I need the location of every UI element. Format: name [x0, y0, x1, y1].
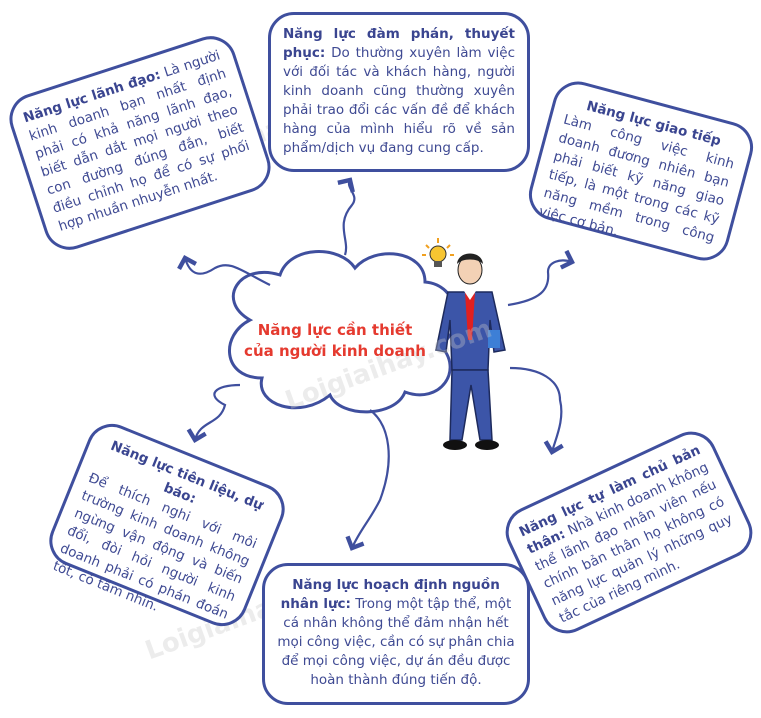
box-negotiation: Năng lực đàm phán, thuyết phục: Do thườn… — [268, 12, 530, 172]
box-hr-planning: Năng lực hoạch định nguồn nhân lực: Tron… — [262, 563, 530, 705]
box-title: Năng lực hoạch định nguồn nhân lực: — [280, 577, 500, 612]
arrow-to-forecasting — [186, 383, 241, 444]
box-title: Năng lực đàm phán, thuyết phục: — [283, 26, 515, 61]
arrow-to-communication — [507, 249, 575, 307]
businessman-illustration — [435, 253, 506, 450]
arrow-to-planning — [345, 409, 390, 551]
arrow-to-leadership — [177, 255, 271, 286]
box-body: Trong một tập thể, một cá nhân không thể… — [277, 596, 515, 688]
center-title-line1: Năng lực cần thiết — [257, 321, 413, 339]
arrow-to-negotiation — [337, 177, 356, 256]
box-body: Do thường xuyên làm việc với đối tác và … — [283, 45, 515, 156]
lightbulb-icon — [422, 238, 454, 267]
center-title: Năng lực cần thiết của người kinh doanh — [235, 320, 435, 362]
arrow-to-self-control — [509, 366, 564, 456]
center-title-line2: của người kinh doanh — [244, 342, 426, 360]
